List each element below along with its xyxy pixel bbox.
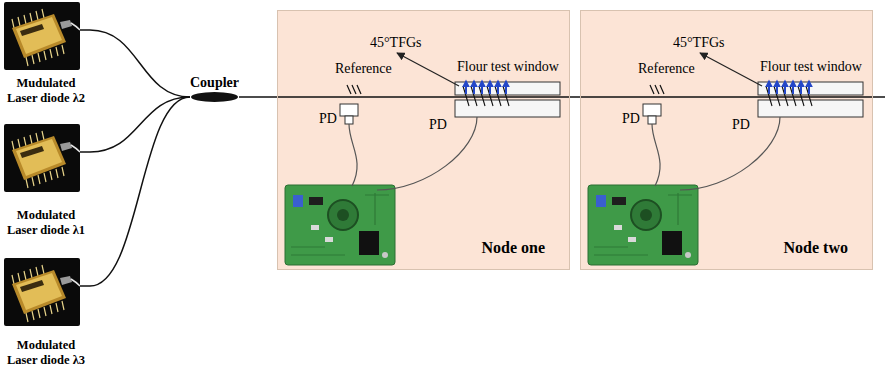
optical-fiber <box>570 96 580 98</box>
coupler-shape <box>190 91 239 103</box>
laser-photo <box>4 124 80 192</box>
photodiode-label: PD <box>319 112 337 126</box>
fiber-stub <box>80 285 90 287</box>
grating-label: 45°TFGs <box>370 36 422 50</box>
fiber-stub <box>80 151 90 153</box>
fiber-line <box>873 96 885 98</box>
photodiode-label: PD <box>732 118 750 132</box>
optical-fiber <box>90 97 190 152</box>
node-caption: Mudulated Laser diode λ2 <box>2 76 90 106</box>
photodiode-label: PD <box>622 112 640 126</box>
grating-label: 45°TFGs <box>673 36 725 50</box>
node-caption: Modulated Laser diode λ3 <box>2 338 90 368</box>
sensor-node: Node one <box>277 10 570 270</box>
laser-diode: Modulated Laser diode λ1 <box>2 124 90 238</box>
part-label: Reference <box>335 62 392 76</box>
laser-diode: Mudulated Laser diode λ2 <box>2 2 90 106</box>
laser-diode: Modulated Laser diode λ3 <box>2 258 90 368</box>
node-title: Node two <box>784 239 848 257</box>
fiber-coupler: Coupler <box>190 75 239 103</box>
laser-photo <box>4 258 80 326</box>
sensor-node-illustration <box>580 10 873 270</box>
part-label: Flour test window <box>457 60 559 74</box>
sensor-node: Node two <box>580 10 873 270</box>
optical-fiber <box>90 97 190 286</box>
optical-fiber <box>239 96 277 98</box>
laser-photo <box>4 2 80 70</box>
photodiode-label: PD <box>429 118 447 132</box>
part-label: Reference <box>638 62 695 76</box>
fiber-stub <box>80 29 90 31</box>
node-title: Node one <box>481 239 545 257</box>
node-caption: Coupler <box>190 75 239 91</box>
sensor-node-illustration <box>277 10 570 270</box>
coupler-ellipse <box>191 92 238 102</box>
optical-fiber <box>90 30 190 97</box>
part-label: Flour test window <box>760 60 862 74</box>
node-caption: Modulated Laser diode λ1 <box>2 208 90 238</box>
